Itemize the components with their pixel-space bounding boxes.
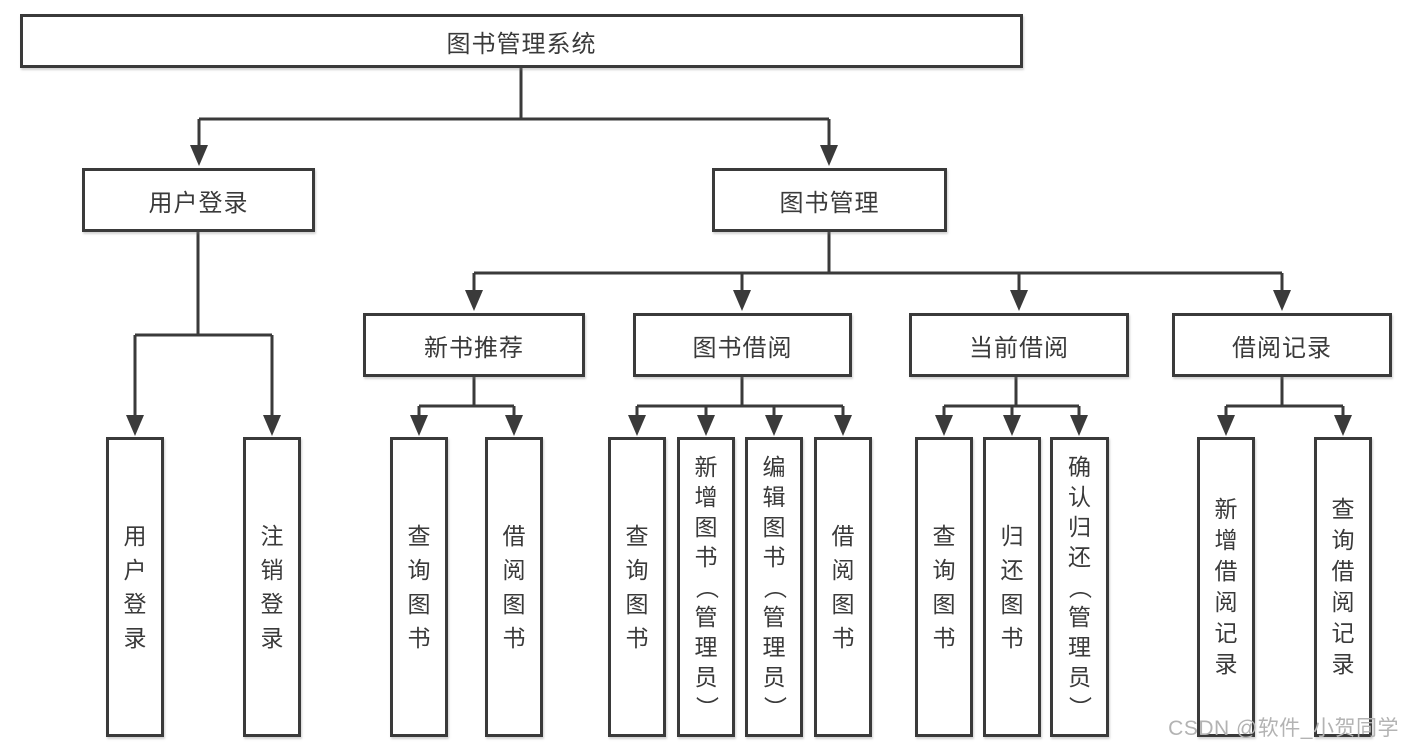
node-user-login: 用户登录 <box>82 168 315 232</box>
leaf-add-borrow-record: 新增借阅记录 <box>1197 437 1255 737</box>
leaf-query-books-current: 查询图书 <box>915 437 973 737</box>
leaf-borrow-books-recommend: 借阅图书 <box>485 437 543 737</box>
leaf-query-books-current-label: 查询图书 <box>932 522 956 651</box>
leaf-borrow-books-recommend-label: 借阅图书 <box>502 522 526 651</box>
node-library-management-system: 图书管理系统 <box>20 14 1023 68</box>
leaf-edit-books-admin-label: 编辑图书（管理员） <box>761 453 788 719</box>
leaf-add-borrow-record-label: 新增借阅记录 <box>1214 496 1238 677</box>
leaf-confirm-return-admin: 确认归还（管理员） <box>1050 437 1109 737</box>
leaf-return-books: 归还图书 <box>983 437 1041 737</box>
node-book-management: 图书管理 <box>712 168 947 232</box>
leaf-query-borrow-record: 查询借阅记录 <box>1314 437 1372 737</box>
leaf-borrow-books-borrowing: 借阅图书 <box>814 437 872 737</box>
node-book-borrowing: 图书借阅 <box>633 313 852 377</box>
csdn-watermark: CSDN @软件_小贺同学 <box>1168 717 1399 740</box>
leaf-query-books-borrowing: 查询图书 <box>608 437 666 737</box>
leaf-user-login: 用户登录 <box>106 437 164 737</box>
leaf-query-books-recommend: 查询图书 <box>390 437 448 737</box>
leaf-confirm-return-admin-label: 确认归还（管理员） <box>1067 453 1093 719</box>
leaf-edit-books-admin: 编辑图书（管理员） <box>745 437 803 737</box>
leaf-add-books-admin: 新增图书（管理员） <box>677 437 735 737</box>
node-borrowing-records: 借阅记录 <box>1172 313 1392 377</box>
leaf-logout-label: 注销登录 <box>260 522 284 651</box>
leaf-user-login-label: 用户登录 <box>123 522 147 651</box>
node-current-borrowing: 当前借阅 <box>909 313 1129 377</box>
leaf-borrow-books-borrowing-label: 借阅图书 <box>831 522 855 651</box>
leaf-query-books-recommend-label: 查询图书 <box>407 522 431 651</box>
leaf-query-borrow-record-label: 查询借阅记录 <box>1331 496 1355 677</box>
node-new-book-recommendation: 新书推荐 <box>363 313 585 377</box>
leaf-query-books-borrowing-label: 查询图书 <box>625 522 649 651</box>
leaf-add-books-admin-label: 新增图书（管理员） <box>693 453 720 719</box>
leaf-return-books-label: 归还图书 <box>1000 522 1024 651</box>
leaf-logout: 注销登录 <box>243 437 301 737</box>
